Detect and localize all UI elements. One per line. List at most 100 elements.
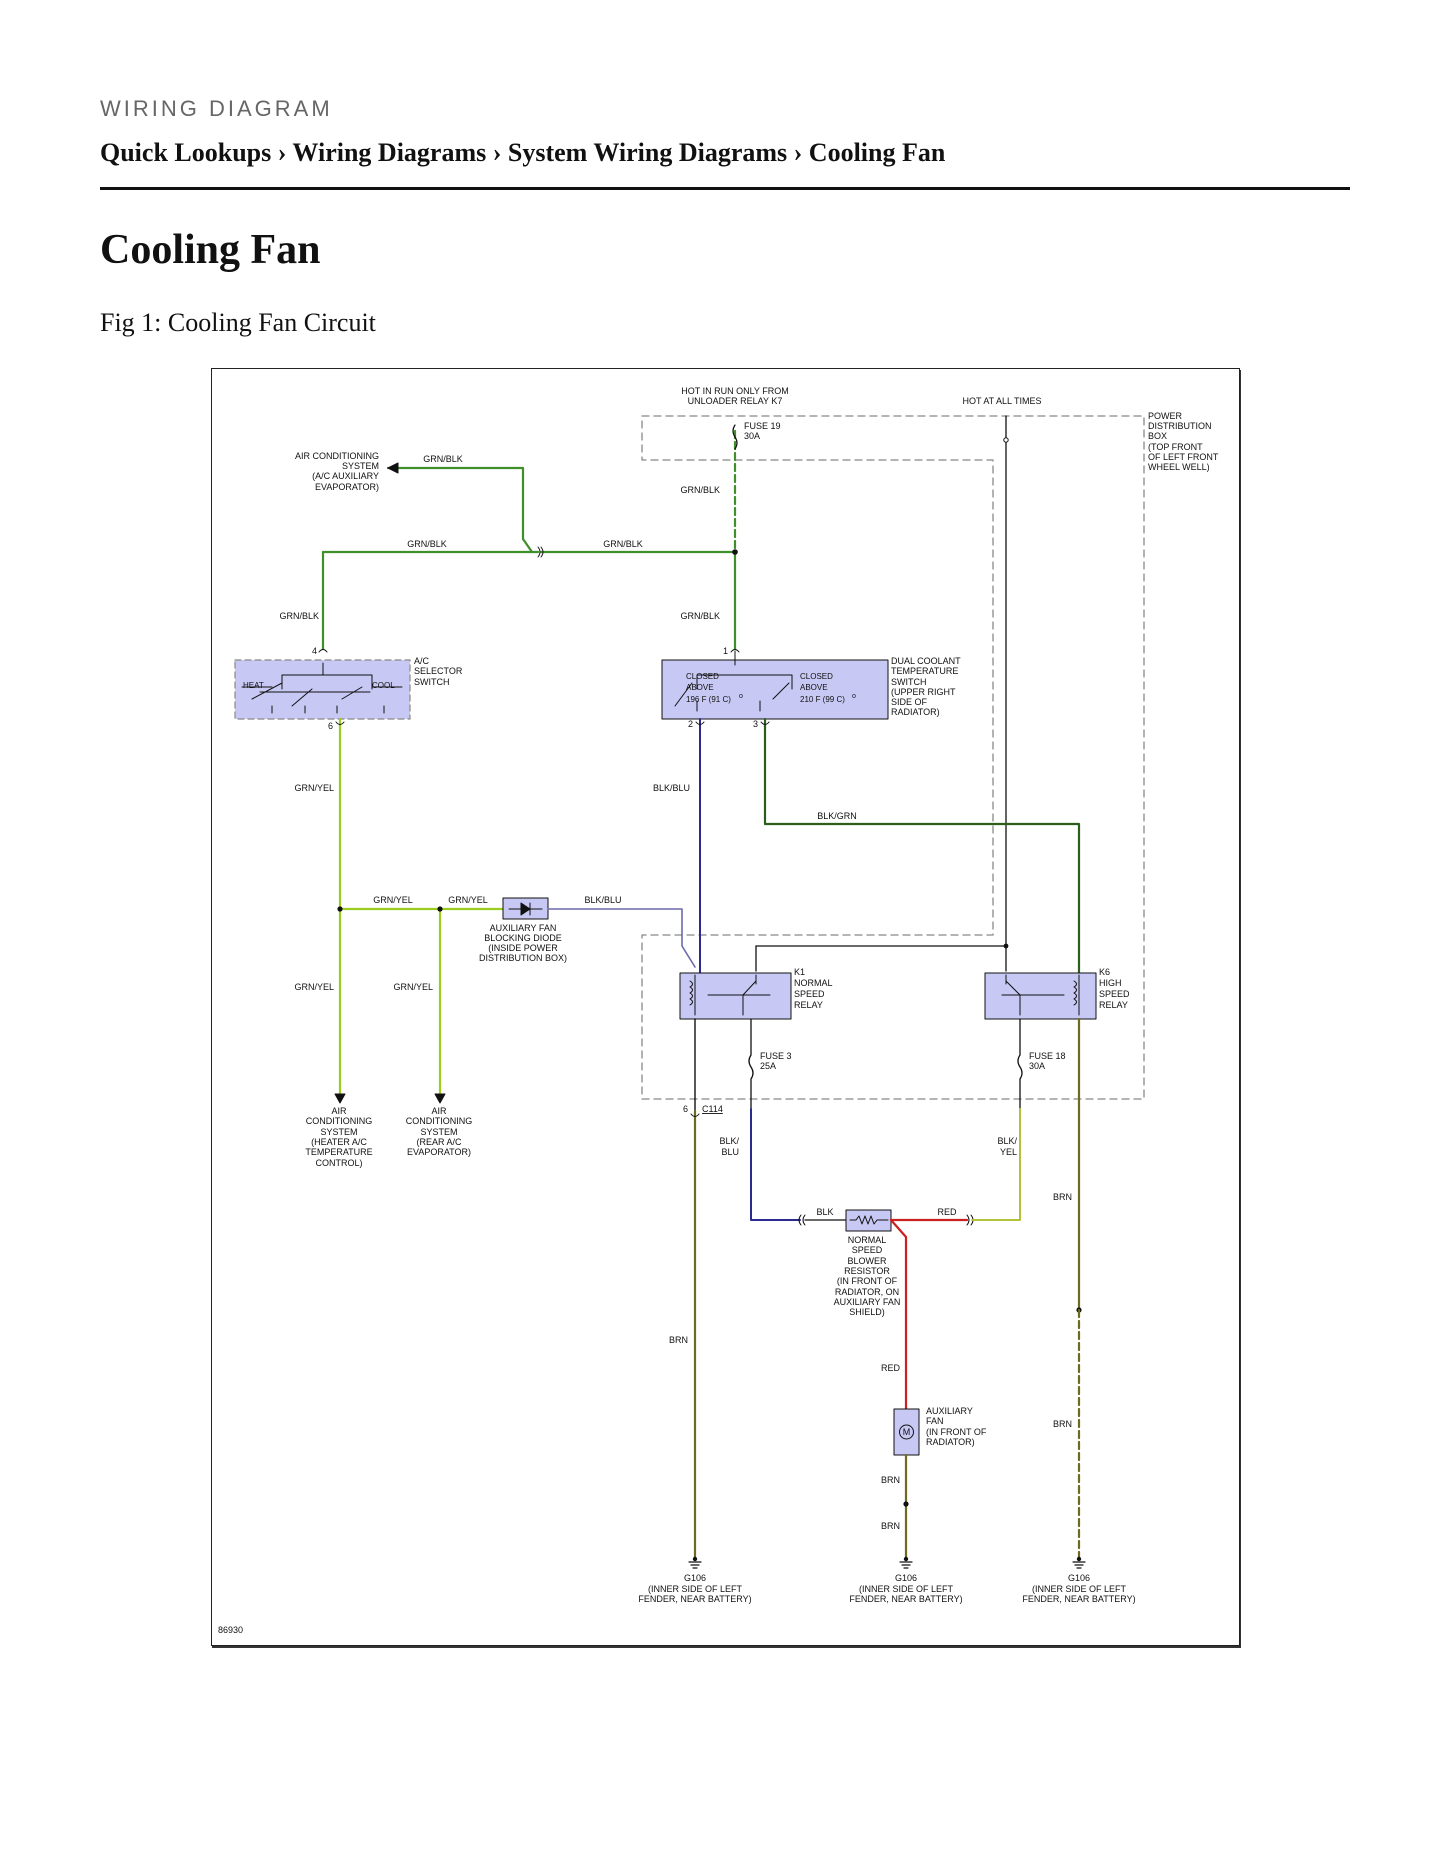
- ground-3-dot: [1076, 1556, 1082, 1562]
- label-above-2: ABOVE: [800, 683, 828, 692]
- label-wire-grnyel-v1: GRN/YEL: [294, 783, 334, 793]
- label-res-4: RESISTOR: [844, 1266, 890, 1276]
- label-g1-1: G106: [684, 1573, 706, 1583]
- label-g2-3: FENDER, NEAR BATTERY): [849, 1594, 962, 1604]
- label-acl-5: TEMPERATURE: [305, 1147, 372, 1157]
- label-deg-1: o: [739, 693, 743, 700]
- label-wire-blkyel-2: YEL: [1000, 1147, 1017, 1157]
- label-wire-blkblu-v: BLK/BLU: [653, 783, 690, 793]
- ground-1-dot: [692, 1556, 698, 1562]
- label-motor: M: [903, 1427, 911, 1437]
- label-fuse3-1: FUSE 3: [760, 1051, 792, 1061]
- resistor-zigzag: [849, 1215, 889, 1225]
- wire-red-vertical: [889, 1218, 908, 1411]
- label-temp-2: 210 F (99 C): [800, 695, 845, 704]
- label-hot-run-2: UNLOADER RELAY K7: [688, 396, 783, 406]
- label-fuse19-1: FUSE 19: [744, 421, 781, 431]
- label-k1-4: RELAY: [794, 1000, 823, 1010]
- label-ac-sys-4: EVAPORATOR): [315, 482, 379, 492]
- label-wire-grnblk-left: GRN/BLK: [407, 539, 447, 549]
- label-dct-3: SWITCH: [891, 677, 927, 687]
- label-k1-3: SPEED: [794, 989, 825, 999]
- label-fuse18-1: FUSE 18: [1029, 1051, 1066, 1061]
- k1-normal-speed-relay[interactable]: [679, 972, 792, 1020]
- label-temp-1: 196 F (91 C): [686, 695, 731, 704]
- splice-hot: [1003, 943, 1009, 949]
- label-closed-2: CLOSED: [800, 672, 833, 681]
- label-res-8: SHIELD): [849, 1307, 885, 1317]
- label-dct-2: TEMPERATURE: [891, 666, 958, 676]
- label-wire-brn-f2: BRN: [881, 1521, 900, 1531]
- label-k6-1: K6: [1099, 967, 1110, 977]
- diode-symbol: [508, 902, 543, 916]
- label-k6-4: RELAY: [1099, 1000, 1128, 1010]
- coolant-switch-internal: [674, 650, 793, 712]
- label-acsel-3: SWITCH: [414, 677, 450, 687]
- label-acr-4: (REAR A/C: [416, 1137, 462, 1147]
- label-pin2: 2: [688, 719, 693, 729]
- page-title: Cooling Fan: [100, 227, 321, 273]
- wire-blk-blu-fuse3: [750, 1108, 801, 1221]
- label-g3-1: G106: [1068, 1573, 1090, 1583]
- label-dct-1: DUAL COOLANT: [891, 656, 961, 666]
- splice-grn-yel-2: [437, 906, 443, 912]
- label-hot-run-1: HOT IN RUN ONLY FROM: [681, 386, 789, 396]
- label-res-5: (IN FRONT OF: [837, 1276, 898, 1286]
- label-acl-3: SYSTEM: [320, 1127, 357, 1137]
- breadcrumb[interactable]: Quick Lookups › Wiring Diagrams › System…: [100, 138, 946, 167]
- ac-selector-switch[interactable]: [234, 659, 411, 720]
- label-fuse19-2: 30A: [744, 431, 760, 441]
- label-g1-3: FENDER, NEAR BATTERY): [638, 1594, 751, 1604]
- label-g3-2: (INNER SIDE OF LEFT: [1032, 1584, 1127, 1594]
- label-ac-sys-1: AIR CONDITIONING: [295, 451, 379, 461]
- label-acl-4: (HEATER A/C: [311, 1137, 367, 1147]
- label-wire-grnblk-l4: GRN/BLK: [279, 611, 319, 621]
- label-ac-sys-3: (A/C AUXILIARY: [312, 471, 379, 481]
- label-res-1: NORMAL: [848, 1235, 887, 1245]
- wire-blk-grn: [763, 717, 1081, 975]
- label-pin4: 4: [312, 646, 317, 656]
- fuse-3-wire: [748, 1018, 754, 1110]
- label-pdb-1: POWER: [1148, 411, 1183, 421]
- k6-high-speed-relay[interactable]: [984, 972, 1097, 1020]
- label-acr-2: CONDITIONING: [406, 1116, 473, 1126]
- label-wire-blkblu2-2: BLU: [721, 1147, 739, 1157]
- motor-circle: [899, 1424, 914, 1440]
- k6-internal: [1001, 974, 1080, 1016]
- selector-terminals: [271, 705, 385, 714]
- label-g3-3: FENDER, NEAR BATTERY): [1022, 1594, 1135, 1604]
- label-diode-2: BLOCKING DIODE: [484, 933, 562, 943]
- label-wire-grnblk-c1: GRN/BLK: [680, 611, 720, 621]
- label-g2-2: (INNER SIDE OF LEFT: [859, 1584, 954, 1594]
- label-wire-red-v: RED: [881, 1363, 901, 1373]
- label-pin6-c114: 6: [683, 1104, 688, 1114]
- label-res-7: AUXILIARY FAN: [834, 1297, 901, 1307]
- label-diode-4: DISTRIBUTION BOX): [479, 953, 567, 963]
- label-fuse3-2: 25A: [760, 1061, 776, 1071]
- label-diode-3: (INSIDE POWER: [488, 943, 558, 953]
- dual-coolant-temperature-switch[interactable]: [661, 659, 889, 720]
- label-hot-all: HOT AT ALL TIMES: [962, 396, 1041, 406]
- auxiliary-fan-motor[interactable]: [893, 1408, 920, 1456]
- fuse-19-symbol: [732, 424, 738, 450]
- power-distribution-box-outline: [641, 415, 1145, 1100]
- label-wire-grnblk-top: GRN/BLK: [423, 454, 463, 464]
- label-deg-2: o: [852, 693, 856, 700]
- label-res-6: RADIATOR, ON: [835, 1287, 899, 1297]
- label-wire-grnyel-v2: GRN/YEL: [294, 982, 334, 992]
- label-dct-4: (UPPER RIGHT: [891, 687, 956, 697]
- label-wire-grnyel-h1: GRN/YEL: [373, 895, 413, 905]
- arrow-ac-rear: [434, 1093, 446, 1104]
- label-pin1: 1: [723, 646, 728, 656]
- label-wire-grnblk-mid: GRN/BLK: [603, 539, 643, 549]
- label-above-1: ABOVE: [686, 683, 714, 692]
- label-closed-1: CLOSED: [686, 672, 719, 681]
- label-pdb-5: OF LEFT FRONT: [1148, 452, 1219, 462]
- label-pdb-6: WHEEL WELL): [1148, 462, 1210, 472]
- fuse-hot-node: [1003, 437, 1009, 443]
- k1-internal: [689, 974, 771, 1016]
- arrow-ac-heater: [334, 1093, 346, 1104]
- wire-blk-blu-diode: [547, 908, 696, 968]
- ground-2-dot: [903, 1556, 909, 1562]
- splice-grn-yel-1: [337, 906, 343, 912]
